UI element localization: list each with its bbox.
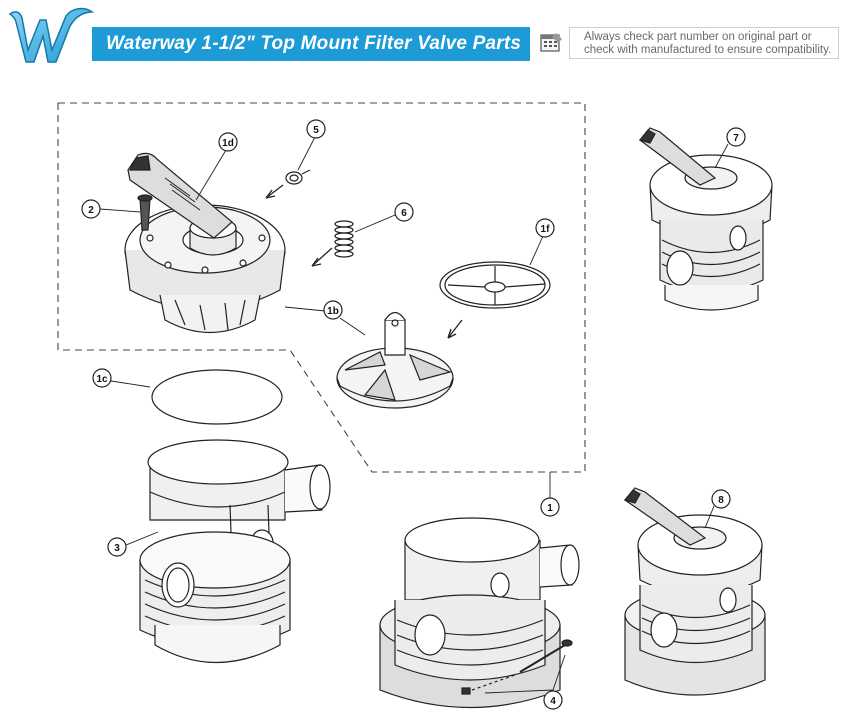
svg-text:5: 5 bbox=[313, 125, 319, 136]
callout-7: 7 bbox=[714, 127, 746, 169]
callout-3: 3 bbox=[107, 531, 159, 557]
part-4-screw-and-nut bbox=[461, 639, 573, 695]
part-1c-o-ring bbox=[151, 369, 283, 425]
svg-text:1c: 1c bbox=[96, 374, 108, 385]
assembly-8-complete-valve bbox=[623, 487, 766, 696]
svg-text:6: 6 bbox=[401, 208, 407, 219]
part-3-valve-body bbox=[139, 439, 331, 664]
callout-6: 6 bbox=[354, 202, 414, 233]
calendar-icon bbox=[540, 33, 562, 52]
page-title: Waterway 1-1/2" Top Mount Filter Valve P… bbox=[106, 33, 522, 54]
title-banner: Waterway 1-1/2" Top Mount Filter Valve P… bbox=[92, 27, 530, 61]
part-5-o-ring bbox=[285, 169, 311, 185]
svg-text:1d: 1d bbox=[222, 138, 234, 149]
callout-1: 1 bbox=[540, 472, 560, 517]
base-assembly-with-clamp bbox=[379, 517, 580, 709]
header: Waterway 1-1/2" Top Mount Filter Valve P… bbox=[0, 0, 850, 75]
callout-1f: 1f bbox=[529, 218, 555, 266]
compatibility-notice: Always check part number on original par… bbox=[569, 27, 839, 59]
part-1b-rotor bbox=[336, 311, 454, 409]
callout-1b: 1b bbox=[284, 300, 366, 336]
callout-5: 5 bbox=[297, 119, 326, 171]
svg-text:3: 3 bbox=[114, 543, 120, 554]
svg-text:1f: 1f bbox=[541, 224, 551, 235]
svg-text:7: 7 bbox=[733, 133, 739, 144]
w-logo-icon bbox=[8, 7, 95, 63]
svg-text:1b: 1b bbox=[327, 306, 339, 317]
part-1d-valve-head bbox=[124, 152, 286, 334]
callout-4: 4 bbox=[484, 654, 566, 710]
callout-8: 8 bbox=[704, 489, 731, 529]
assembly-7-complete-valve bbox=[638, 127, 773, 311]
svg-text:2: 2 bbox=[88, 205, 94, 216]
svg-text:4: 4 bbox=[550, 696, 556, 707]
callout-1d: 1d bbox=[195, 132, 238, 201]
svg-text:8: 8 bbox=[718, 495, 724, 506]
part-1f-spider-gasket bbox=[439, 261, 551, 309]
assembly-arrows bbox=[265, 184, 463, 339]
notice-text: Always check part number on original par… bbox=[584, 31, 832, 56]
part-2-screw bbox=[137, 194, 153, 231]
svg-text:1: 1 bbox=[547, 503, 553, 514]
callout-2: 2 bbox=[81, 199, 141, 219]
part-6-spring bbox=[334, 220, 354, 258]
callout-1c: 1c bbox=[92, 368, 151, 388]
assembly-1-boundary bbox=[57, 102, 586, 473]
